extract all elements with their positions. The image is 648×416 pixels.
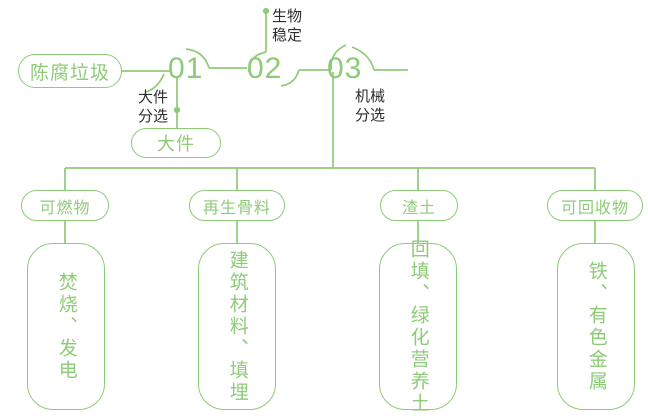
arc-02-top xyxy=(248,51,267,73)
output-pill-dajian[interactable]: 大件 xyxy=(131,128,221,158)
category-pill-slag[interactable]: 渣土 xyxy=(380,190,458,221)
destination-box-recyclable[interactable]: 铁、有色金属 xyxy=(557,243,635,410)
arc-01-top xyxy=(185,48,210,69)
arc-03-top xyxy=(330,44,347,71)
arc-02-bottom xyxy=(280,69,300,87)
stage-number-01[interactable]: 01 xyxy=(168,52,204,85)
stage-number-02[interactable]: 02 xyxy=(247,52,283,85)
stage-note-01: 大件 分选 xyxy=(124,89,168,127)
stage-number-03[interactable]: 03 xyxy=(327,52,363,85)
stage-note-02-line2: 稳定 xyxy=(272,26,303,44)
destination-text-recyclable: 铁、有色金属 xyxy=(585,260,607,393)
destination-box-combustible[interactable]: 焚烧、发电 xyxy=(27,243,105,410)
arc-01-bottom xyxy=(145,73,165,93)
destination-box-slag[interactable]: 回填、绿化营养土 xyxy=(379,239,457,415)
destination-box-aggregate[interactable]: 建筑材料、填埋 xyxy=(198,243,276,410)
stage-note-02-line1: 生物 xyxy=(272,8,303,25)
destination-text-aggregate: 建筑材料、填埋 xyxy=(226,249,248,404)
category-pill-recyclable[interactable]: 可回收物 xyxy=(547,190,643,221)
stage-note-03: 机械 分选 xyxy=(355,88,385,126)
node-dot-dajian xyxy=(173,106,181,114)
category-pill-aggregate[interactable]: 再生骨料 xyxy=(189,190,285,221)
stage-note-01-line2: 分选 xyxy=(137,107,168,125)
stage-note-02: 生物 稳定 xyxy=(272,8,302,46)
category-pill-combustible[interactable]: 可燃物 xyxy=(21,190,109,221)
stage-note-03-line1: 机械 xyxy=(355,88,386,105)
stage-note-03-line2: 分选 xyxy=(355,106,386,124)
destination-text-slag: 回填、绿化营养土 xyxy=(407,238,429,415)
destination-text-combustible: 焚烧、发电 xyxy=(55,271,77,382)
stage-note-01-line1: 大件 xyxy=(137,89,168,106)
arc-03-right xyxy=(351,46,375,71)
source-pill[interactable]: 陈腐垃圾 xyxy=(18,54,122,88)
node-dot-bio xyxy=(262,7,270,15)
